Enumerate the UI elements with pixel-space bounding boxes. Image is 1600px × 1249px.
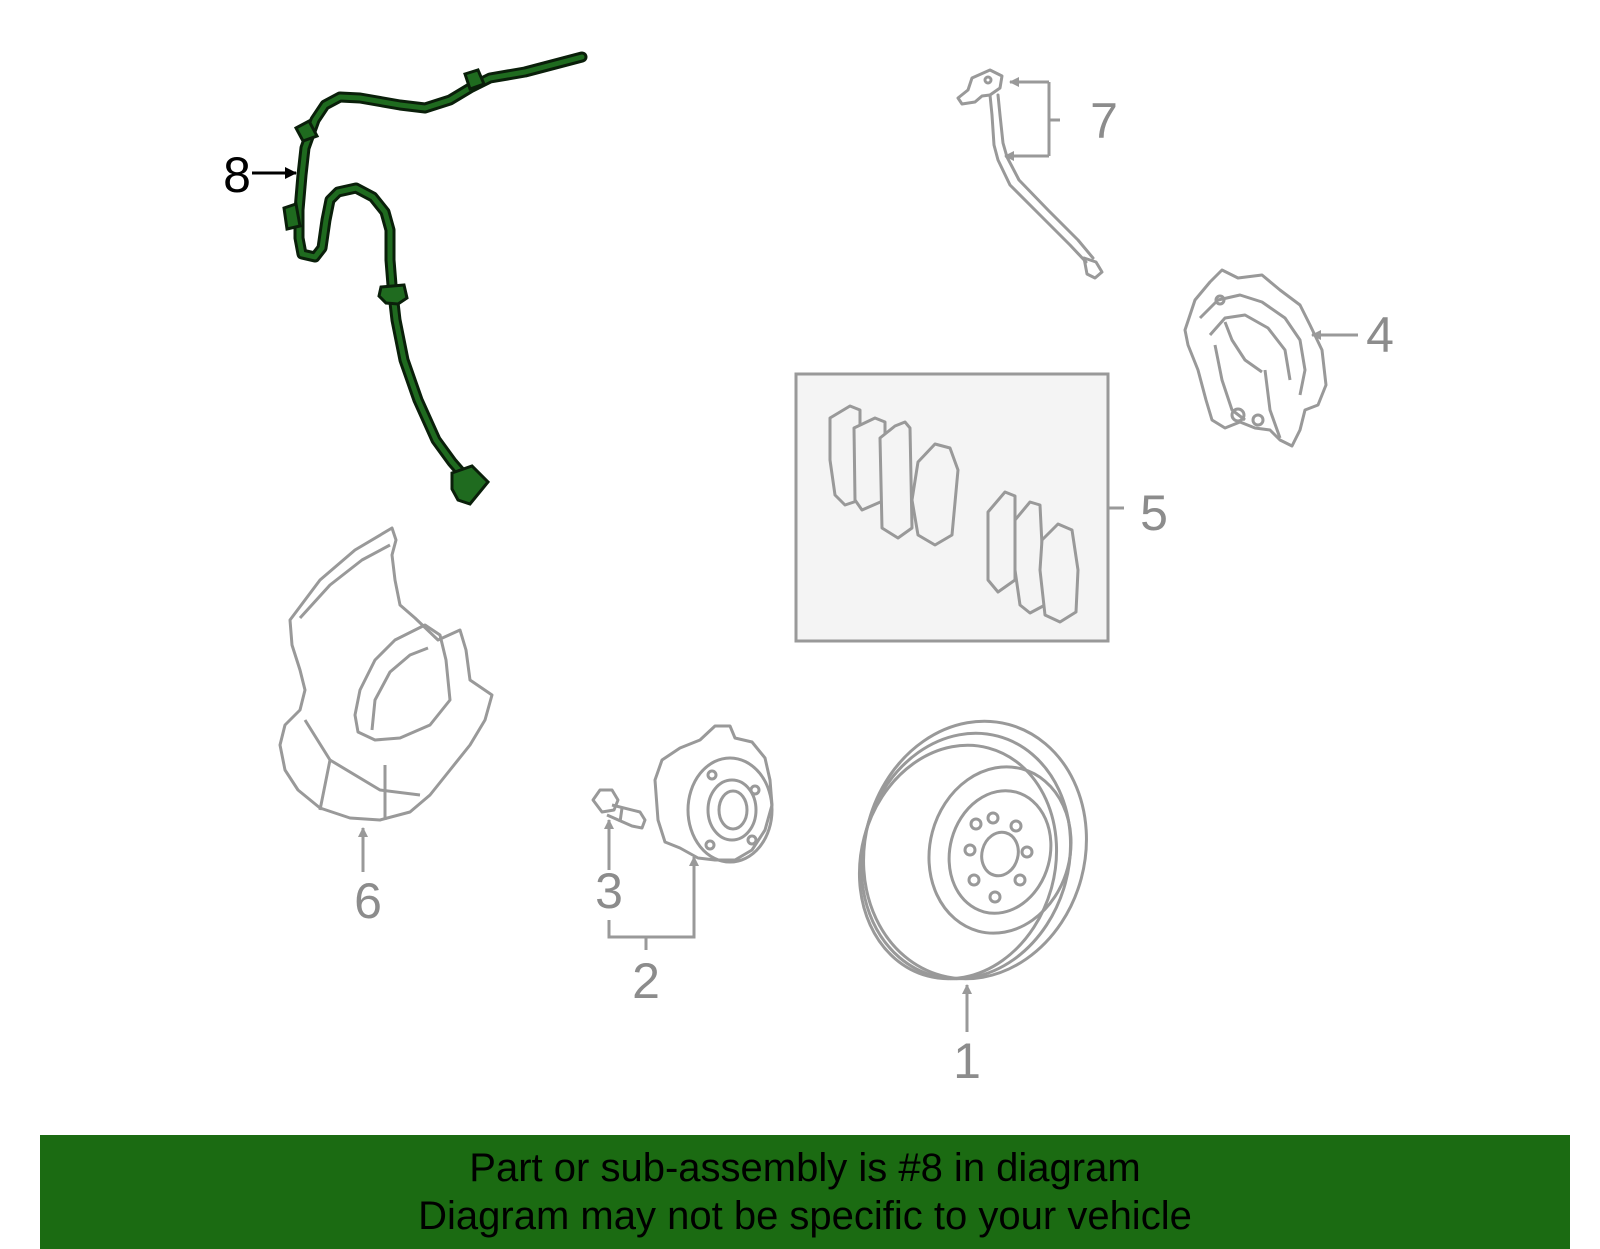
leader-lines xyxy=(252,77,1358,1032)
part-4-caliper[interactable] xyxy=(1183,268,1328,448)
callout-4: 4 xyxy=(1366,307,1394,363)
sensor-head xyxy=(450,464,491,506)
info-banner: Part or sub-assembly is #8 in diagram Di… xyxy=(40,1135,1570,1249)
part-8-abs-sensor-wire[interactable] xyxy=(282,51,588,506)
part-5-brake-pads-kit[interactable] xyxy=(794,372,1110,643)
callout-5: 5 xyxy=(1140,485,1168,541)
wire-clip xyxy=(282,202,302,231)
banner-line-2: Diagram may not be specific to your vehi… xyxy=(418,1194,1192,1238)
callout-2: 2 xyxy=(632,953,660,1009)
part-1-brake-rotor[interactable] xyxy=(834,696,1115,1004)
wire-clip xyxy=(463,68,487,91)
wire-clip xyxy=(293,118,320,143)
callout-labels: 1 2 3 4 5 6 7 8 xyxy=(223,93,1394,1089)
banner-line-1: Part or sub-assembly is #8 in diagram xyxy=(469,1146,1141,1190)
callout-1: 1 xyxy=(953,1033,981,1089)
wire-grommet xyxy=(377,283,409,306)
part-7-brake-hose[interactable] xyxy=(956,68,1104,280)
callout-6: 6 xyxy=(354,873,382,929)
callout-3: 3 xyxy=(595,863,623,919)
part-2-hub-bearing[interactable] xyxy=(653,724,774,864)
part-6-splash-shield[interactable] xyxy=(278,526,494,822)
callout-7: 7 xyxy=(1090,93,1118,149)
part-3-hub-bolt[interactable] xyxy=(591,788,647,830)
callout-8: 8 xyxy=(223,147,251,203)
